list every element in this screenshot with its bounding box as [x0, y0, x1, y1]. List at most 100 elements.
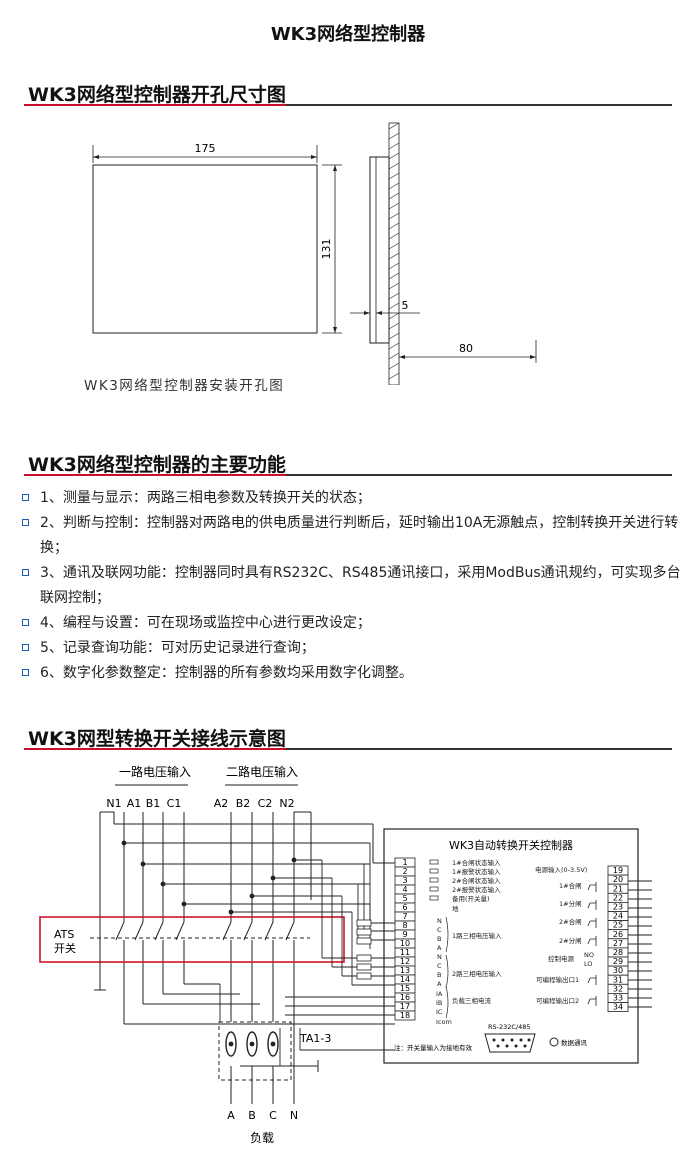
terminal-number: 10 — [400, 939, 410, 948]
prog-out2-label: 可编程输出口2 — [536, 996, 579, 1005]
divider-accent — [24, 748, 286, 750]
divider — [24, 748, 672, 750]
terminal-number: 32 — [613, 984, 623, 993]
current-letter: IC — [436, 1008, 443, 1016]
load-label: 负载 — [250, 1131, 274, 1145]
ct-label: TA1-3 — [299, 1032, 331, 1045]
feature-list: 1、测量与显示：两路三相电参数及转换开关的状态； 2、判断与控制：控制器对两路电… — [22, 486, 682, 686]
comm-label: 数据通讯 — [561, 1038, 588, 1047]
source1-label: 一路电压输入 — [119, 764, 191, 779]
bullet-icon — [22, 519, 29, 526]
terminal-number: 27 — [613, 939, 623, 948]
source2-label: 二路电压输入 — [226, 764, 298, 779]
terminal-number: 4 — [402, 885, 407, 894]
list-item: 6、数字化参数整定：控制器的所有参数均采用数字化调整。 — [22, 661, 682, 686]
terminal-number: 31 — [613, 975, 623, 984]
controller-title: WK3自动转换开关控制器 — [449, 838, 573, 852]
phase-letter: C — [437, 962, 442, 970]
switch-label: 开关 — [54, 941, 76, 955]
controller-box — [383, 828, 639, 1064]
phase-label: C2 — [258, 797, 273, 810]
section-header-functions: WK3网络型控制器的主要功能 — [24, 448, 672, 476]
terminal-number: 28 — [613, 948, 623, 957]
list-item: 4、编程与设置：可在现场或监控中心进行更改设定； — [22, 611, 682, 636]
load-phase: A — [227, 1109, 235, 1122]
terminal-number: 25 — [613, 921, 623, 930]
ct-group — [218, 1021, 292, 1081]
phase-label: N2 — [279, 797, 294, 810]
load-phase: N — [290, 1109, 298, 1122]
switch-contacts — [90, 921, 310, 948]
terminal-number: 33 — [613, 994, 623, 1003]
divider — [24, 474, 672, 476]
divider — [24, 104, 672, 106]
phase-letter: A — [437, 944, 442, 952]
current-letter: IA — [436, 990, 443, 998]
phase-letter: A — [437, 980, 442, 988]
power-label: 电源输入(0-3.5V) — [535, 865, 587, 874]
terminal-number: 29 — [613, 957, 623, 966]
voltage1-label: 1路三相电压输入 — [452, 931, 502, 940]
com-label: Icom — [436, 1018, 452, 1026]
page-title: WK3网络型控制器 — [270, 24, 426, 45]
panel-outline — [92, 164, 318, 334]
ats-label: ATS — [54, 928, 74, 941]
ats-switch-box — [39, 916, 345, 963]
terminal-number: 22 — [613, 893, 623, 902]
cutout-diagram: 175 131 5 80 — [92, 122, 537, 385]
phase-letter: N — [437, 953, 442, 961]
terminal-number: 26 — [613, 930, 623, 939]
phase-label: B2 — [236, 797, 251, 810]
status-input-label: 1#合闸状态输入 — [452, 858, 501, 867]
section-title: WK3网络型控制器的主要功能 — [28, 454, 286, 476]
figure-caption: WK3网络型控制器安装开孔图 — [84, 378, 285, 394]
no-label: NO — [584, 951, 594, 959]
gnd-label: 地 — [452, 904, 459, 913]
prog-out1-label: 可编程输出口1 — [536, 975, 579, 984]
status-input-label: 1#报警状态输入 — [452, 867, 501, 876]
bullet-icon — [22, 669, 29, 676]
phase-letter: N — [437, 917, 442, 925]
section-title: WK3网型转换开关接线示意图 — [28, 728, 286, 750]
terminal-number: 24 — [613, 912, 623, 921]
db9-connector-icon — [484, 1033, 536, 1053]
terminal — [394, 1010, 416, 1021]
bullet-icon — [22, 644, 29, 651]
terminal-number: 23 — [613, 903, 623, 912]
bus-lines — [99, 811, 395, 1104]
bullet-icon — [22, 494, 29, 501]
terminal-number: 15 — [400, 984, 410, 993]
phase-label: B1 — [146, 797, 161, 810]
list-item: 1、测量与显示：两路三相电参数及转换开关的状态； — [22, 486, 682, 511]
section-title: WK3网络型控制器开孔尺寸图 — [28, 84, 286, 106]
phase-label: C1 — [167, 797, 182, 810]
terminal-number: 3 — [402, 876, 407, 885]
dim-height: 131 — [320, 239, 333, 260]
dim-thickness: 5 — [402, 299, 409, 312]
terminal-number: 30 — [613, 966, 623, 975]
terminal-number: 7 — [402, 912, 407, 921]
voltage2-label: 2路三相电压输入 — [452, 969, 502, 978]
dim-width: 175 — [195, 142, 216, 155]
bullet-icon — [22, 619, 29, 626]
phase-label: A1 — [127, 797, 142, 810]
close2-label: 2#合闸 — [559, 917, 582, 926]
list-item: 2、判断与控制：控制器对两路电的供电质量进行判断后，延时输出10A无源触点，控制… — [22, 511, 682, 561]
phase-letter: B — [437, 971, 441, 979]
note-label: 注：开关量输入为接地有效 — [394, 1043, 473, 1052]
status-input-label: 备用(开关量) — [452, 894, 490, 903]
section-header-wiring: WK3网型转换开关接线示意图 — [24, 722, 672, 750]
divider-accent — [24, 474, 286, 476]
status-input-label: 2#报警状态输入 — [452, 885, 501, 894]
dim-depth: 80 — [459, 342, 473, 355]
terminal-number: 17 — [400, 1002, 410, 1011]
load-phase: C — [269, 1109, 277, 1122]
terminal-number: 19 — [613, 866, 623, 875]
divider-accent — [24, 104, 286, 106]
current-transformers — [225, 1031, 279, 1057]
terminal-number: 2 — [402, 867, 407, 876]
list-item: 5、记录查询功能：可对历史记录进行查询； — [22, 636, 682, 661]
terminal-number: 9 — [402, 930, 407, 939]
